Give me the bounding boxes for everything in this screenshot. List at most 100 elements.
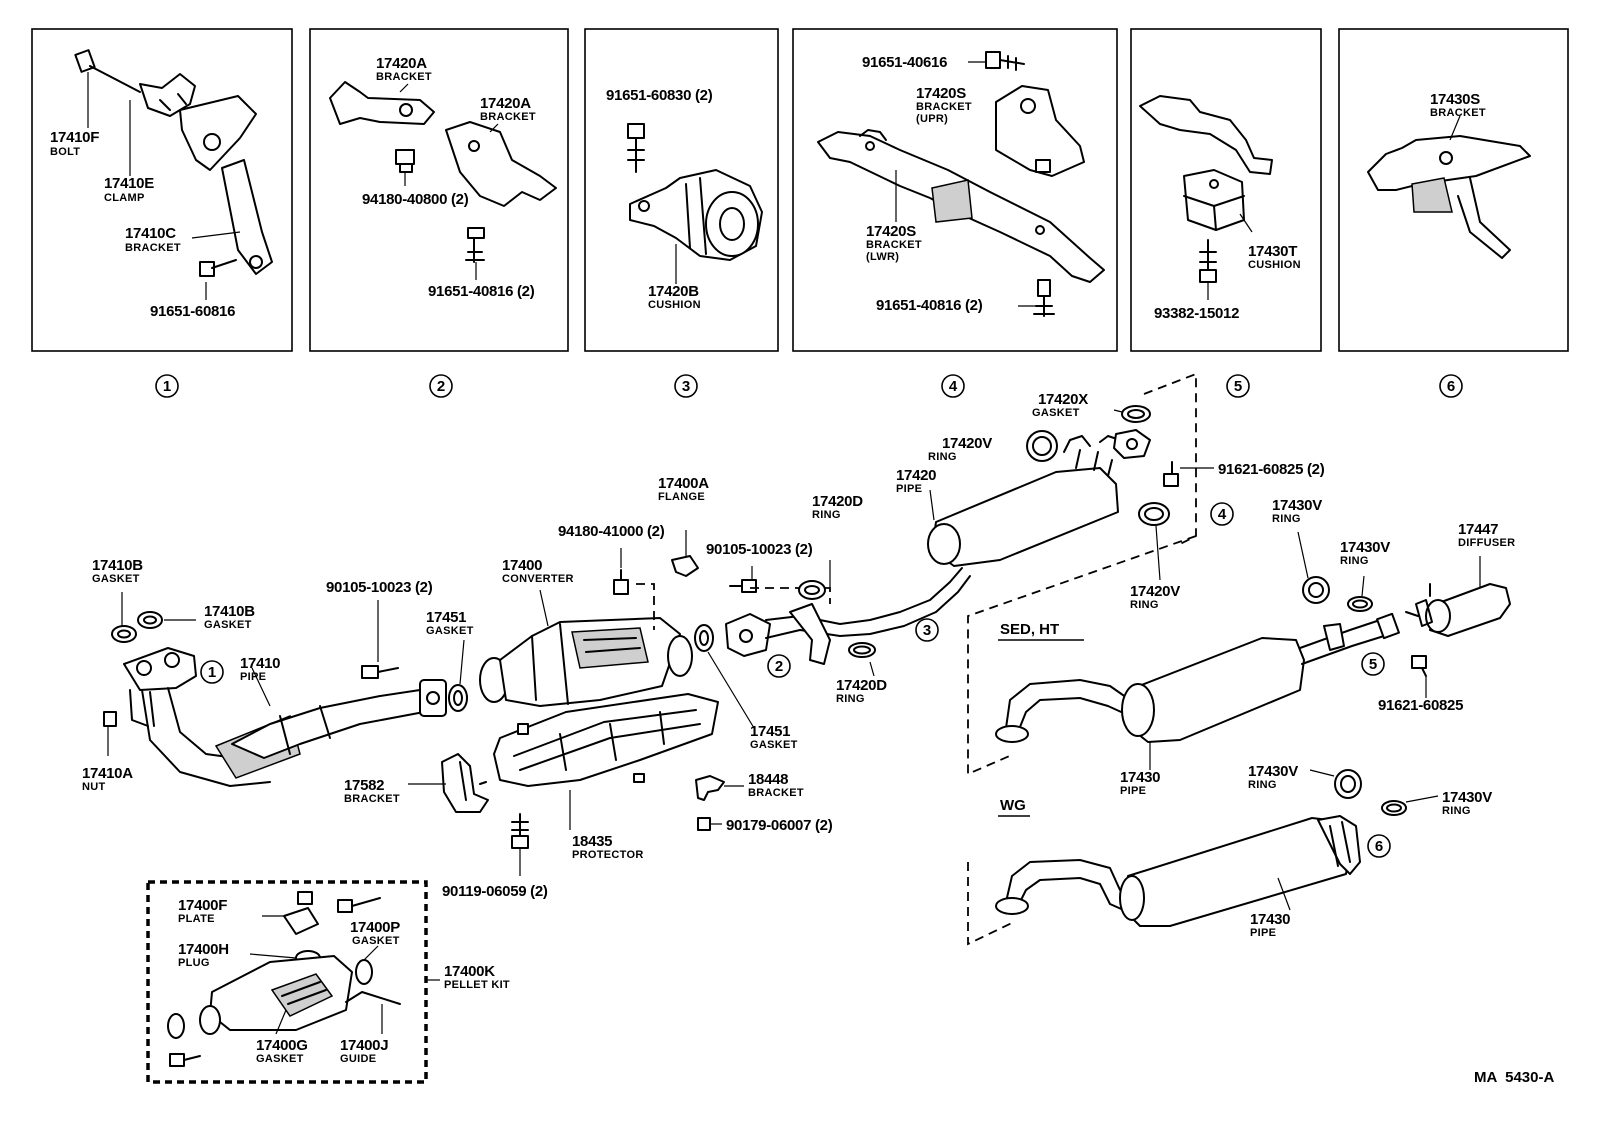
part-number: 17582 [344, 777, 384, 794]
svg-text:6: 6 [1375, 838, 1383, 855]
part-number: 91651-60830 (2) [606, 87, 713, 104]
leader [1361, 575, 1365, 597]
bolt-90105-10023-b [729, 579, 757, 593]
nut-94180-41000 [613, 569, 629, 595]
panel-2-frame [309, 28, 569, 352]
ring-17430v [1302, 576, 1330, 604]
part-number: 91621-60825 [1378, 697, 1463, 714]
ring-17420v-b [1138, 502, 1170, 526]
part-number: 17410C [125, 225, 176, 242]
part-number: 91651-60816 [150, 303, 235, 320]
svg-text:2: 2 [437, 378, 445, 395]
part-number: 17420A [376, 55, 427, 72]
ring-17420d-b [848, 642, 876, 658]
part-name: GASKET [92, 573, 140, 585]
part-number: 17430 [1120, 769, 1160, 786]
ring-17430v-c [1334, 769, 1362, 799]
part-number: 17430V [1272, 497, 1322, 514]
part-number: 17451 [750, 723, 790, 740]
tailpipe-sed-17430 [995, 612, 1400, 743]
variant-label-wg: WG [1000, 797, 1026, 814]
diagram-code: MA 5430-A [1474, 1069, 1554, 1086]
bolt-91621-60825 [1163, 461, 1179, 487]
protector-18435 [493, 693, 719, 787]
leader [275, 1009, 287, 1035]
part-name: BRACKET [480, 111, 536, 123]
part-number: 17451 [426, 609, 466, 626]
panel-ref-5: 5 [1226, 374, 1250, 398]
gasket-17451 [448, 684, 468, 712]
ref-circle-2: 2 [767, 654, 791, 678]
part-number: 17430S [1430, 91, 1480, 108]
panel-1-drawing [74, 49, 273, 277]
part-name: CUSHION [648, 299, 701, 311]
part-name: PELLET KIT [444, 979, 510, 991]
part-number: 17400A [658, 475, 709, 492]
svg-text:6: 6 [1447, 378, 1455, 395]
part-name: CONVERTER [502, 573, 574, 585]
svg-text:5: 5 [1234, 378, 1242, 395]
dashed-leader [1143, 372, 1197, 545]
part-number: 17420 [896, 467, 936, 484]
part-name: PLATE [178, 913, 215, 925]
ref-circle-3: 3 [915, 618, 939, 642]
diffuser-17447 [1405, 583, 1511, 637]
leader [399, 83, 409, 93]
intermediate-pipe [725, 567, 971, 665]
part-name: BRACKET [866, 239, 922, 251]
part-number: 17420D [836, 677, 887, 694]
part-number: 17410A [82, 765, 133, 782]
variant-label-sed-ht: SED, HT [1000, 621, 1059, 638]
variant-boundary-b [967, 862, 1015, 946]
panel-ref-1: 1 [155, 374, 179, 398]
panel-3-drawing [627, 123, 763, 261]
svg-text:3: 3 [682, 378, 690, 395]
part-number: 94180-41000 (2) [558, 523, 665, 540]
panel-ref-3: 3 [674, 374, 698, 398]
part-name: GASKET [750, 739, 798, 751]
part-name: GASKET [1032, 407, 1080, 419]
part-number: 17410B [204, 603, 255, 620]
part-name: CLAMP [104, 192, 145, 204]
leader [251, 667, 271, 707]
part-name: GUIDE [340, 1053, 376, 1065]
leader [1449, 115, 1461, 141]
part-name: RING [1340, 555, 1369, 567]
svg-text:4: 4 [1218, 506, 1227, 523]
part-name: RING [836, 693, 865, 705]
part-name: BRACKET [748, 787, 804, 799]
leader [1405, 795, 1439, 803]
panel-ref-2: 2 [429, 374, 453, 398]
part-name: GASKET [256, 1053, 304, 1065]
part-number: 17400 [502, 557, 542, 574]
ring-17430v-d [1381, 800, 1407, 816]
part-name: RING [1272, 513, 1301, 525]
part-number: 17410E [104, 175, 154, 192]
part-number: 17420B [648, 283, 699, 300]
tailpipe-wg-17430 [995, 815, 1361, 927]
nut-90179-06007-icon [697, 817, 711, 831]
part-number: 17430V [1442, 789, 1492, 806]
part-name: GASKET [204, 619, 252, 631]
leader [707, 651, 755, 729]
part-number: 90119-06059 (2) [442, 883, 548, 900]
part-name: BRACKET [344, 793, 400, 805]
converter-17400 [479, 617, 693, 707]
svg-text:1: 1 [163, 378, 171, 395]
part-name: BRACKET [1430, 107, 1486, 119]
part-number: 17410B [92, 557, 143, 574]
part-number: 91651-40616 [862, 54, 947, 71]
part-number: 17447 [1458, 521, 1498, 538]
part-number: 17420D [812, 493, 863, 510]
part-number: 90105-10023 (2) [326, 579, 433, 596]
part-number: 90105-10023 (2) [706, 541, 813, 558]
bolt-91621-60825-b [1411, 655, 1427, 677]
panel-ref-6: 6 [1439, 374, 1463, 398]
part-name: PROTECTOR [572, 849, 644, 861]
ring-17420v [1026, 430, 1058, 462]
part-name: BRACKET [916, 101, 972, 113]
gasket-17410b [111, 611, 163, 643]
part-number: 17400F [178, 897, 227, 914]
part-name: BRACKET [376, 71, 432, 83]
ring-17420d [798, 580, 826, 600]
